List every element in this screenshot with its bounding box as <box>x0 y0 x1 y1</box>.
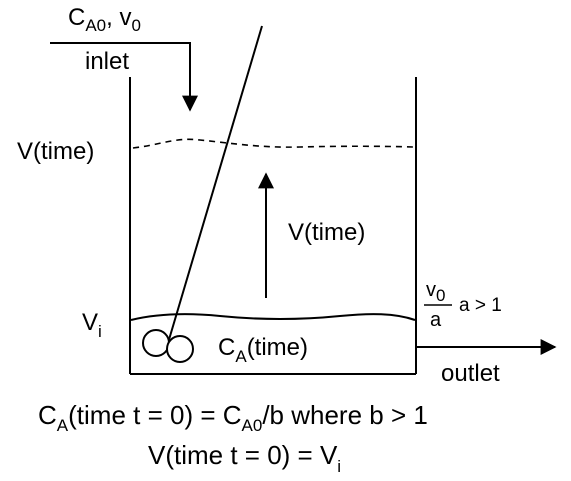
outlet-flow-numerator: v0 <box>426 279 445 305</box>
rise-label: V(time) <box>288 219 365 246</box>
tank-conc-label: CA(time) <box>218 334 308 366</box>
level-label: V(time) <box>17 138 94 165</box>
outlet-flow-denominator: a <box>430 309 442 331</box>
stirrer-shaft <box>167 25 263 344</box>
equation-initial-volume: V(time t = 0) = Vi <box>148 440 341 476</box>
outlet-label: outlet <box>441 360 500 387</box>
tank <box>129 77 417 375</box>
inlet-label: inlet <box>85 48 129 75</box>
impeller-right-blade <box>166 335 194 363</box>
inlet-conc-label: CA0, v0 <box>68 4 141 35</box>
impeller-left-blade <box>142 329 170 357</box>
equation-initial-concentration: CA(time t = 0) = CA0/b where b > 1 <box>38 400 428 435</box>
initial-level-label: Vi <box>82 309 102 341</box>
inlet-arrow <box>50 42 198 112</box>
final-level-line <box>132 138 414 149</box>
outlet-condition: a > 1 <box>459 295 502 316</box>
initial-level-line <box>130 313 416 321</box>
